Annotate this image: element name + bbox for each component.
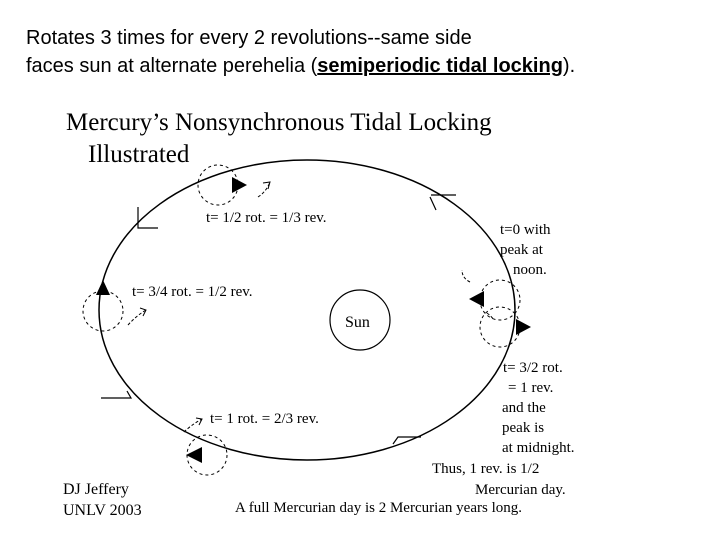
- peak-marker-t0: [469, 291, 484, 307]
- label-t0-line-2: peak at: [500, 242, 544, 258]
- rotation-arrow-bottom: [184, 419, 202, 432]
- label-t0-line-3: noon.: [513, 262, 547, 278]
- label-t32-line-3: and the: [502, 400, 546, 416]
- label-half-rotation: t= 1/2 rot. = 1/3 rev.: [206, 210, 327, 226]
- orbit-tick-lower-left: [101, 391, 131, 398]
- orbit-tick-upper-right-b: [430, 197, 436, 210]
- peak-marker-left: [96, 280, 110, 295]
- credit-author: DJ Jeffery: [63, 481, 129, 498]
- orbit-tick-upper-left: [138, 207, 158, 228]
- planet-left: [83, 291, 123, 331]
- diagram-title-line-2: Illustrated: [88, 141, 190, 168]
- label-thus-line-2: Mercurian day.: [475, 482, 566, 498]
- rotation-arrow-top: [258, 182, 270, 197]
- label-three-quarter-rotation: t= 3/4 rot. = 1/2 rev.: [132, 284, 253, 300]
- peak-marker-top: [232, 177, 247, 193]
- label-t32-line-1: t= 3/2 rot.: [503, 360, 563, 376]
- label-one-rotation: t= 1 rot. = 2/3 rev.: [210, 411, 319, 427]
- label-t32-block: t= 3/2 rot. = 1 rev. and the peak is at …: [502, 360, 575, 456]
- label-t0-line-1: t=0 with: [500, 222, 551, 238]
- label-thus-line-1: Thus, 1 rev. is 1/2: [432, 461, 539, 477]
- label-full-day: A full Mercurian day is 2 Mercurian year…: [235, 500, 522, 516]
- diagram-title-line-1: Mercury’s Nonsynchronous Tidal Locking: [66, 109, 492, 136]
- label-t32-line-5: at midnight.: [502, 440, 575, 456]
- rotation-arrow-left: [128, 310, 146, 325]
- label-t32-line-2: = 1 rev.: [508, 380, 553, 396]
- label-thus-block: Thus, 1 rev. is 1/2 Mercurian day.: [432, 461, 566, 498]
- credit-block: DJ Jeffery UNLV 2003: [63, 481, 142, 519]
- label-t32-line-4: peak is: [502, 420, 544, 436]
- peak-marker-t32: [516, 319, 531, 335]
- rotation-arrowhead-left: [140, 308, 146, 316]
- sun-label: Sun: [345, 314, 370, 331]
- rotation-arrow-t0: [462, 270, 470, 282]
- credit-affiliation: UNLV 2003: [63, 502, 142, 519]
- peak-marker-bottom: [186, 447, 202, 463]
